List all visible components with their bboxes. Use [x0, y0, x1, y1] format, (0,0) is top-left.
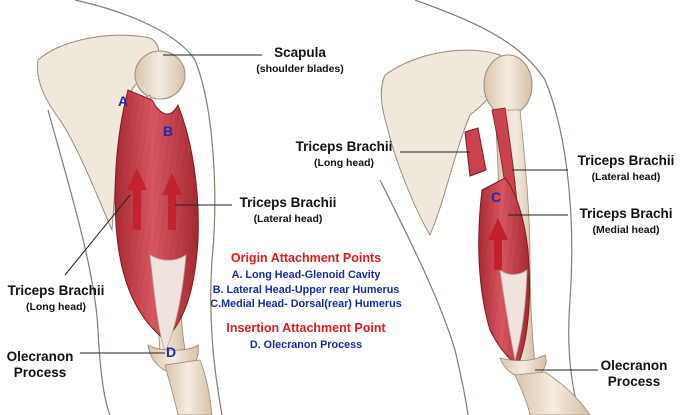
origin-item-c: C.Medial Head- Dorsal(rear) Humerus: [210, 298, 402, 311]
label-left-long-sub: (Long head): [25, 300, 87, 313]
label-left-olecranon-sub: Process: [13, 364, 67, 380]
origin-heading: Origin Attachment Points: [230, 251, 382, 265]
label-right-long-head: Triceps Brachii (Long head): [283, 139, 405, 169]
right-arrow: [488, 218, 508, 270]
right-humerus-head: [483, 54, 533, 116]
label-right-olecranon: Olecranon Process: [596, 358, 672, 389]
label-left-lateral-title: Triceps Brachii: [239, 195, 337, 210]
label-left-lateral-sub: (Lateral head): [253, 212, 323, 225]
label-scapula: Scapula (shoulder blades): [240, 45, 360, 75]
label-right-olecranon-title: Olecranon: [600, 358, 668, 373]
label-scapula-title: Scapula: [274, 45, 326, 60]
marker-a: A: [118, 93, 129, 109]
label-right-lateral-head: Triceps Brachii (Lateral head): [565, 153, 687, 183]
label-left-olecranon: Olecranon Process: [2, 349, 78, 380]
label-right-lateral-sub: (Lateral head): [591, 170, 661, 183]
insertion-heading: Insertion Attachment Point: [226, 320, 386, 335]
insertion-item-d: D. Olecranon Process: [249, 338, 363, 351]
label-right-long-title: Triceps Brachii: [295, 139, 393, 154]
right-body-outline: [379, 0, 581, 415]
label-right-olecranon-sub: Process: [607, 373, 661, 389]
label-right-medial-sub: (Medial head): [592, 223, 660, 236]
label-left-olecranon-title: Olecranon: [6, 349, 74, 364]
marker-c: C: [491, 189, 502, 205]
right-olecranon: [499, 354, 547, 379]
origin-item-a: A. Long Head-Glenoid Cavity: [231, 269, 381, 281]
marker-d: D: [166, 344, 177, 360]
label-left-long-title: Triceps Brachii: [7, 283, 105, 298]
left-triceps-tendon: [149, 254, 187, 354]
label-left-lateral-head: Triceps Brachii (Lateral head): [226, 195, 350, 225]
left-arrows: [127, 168, 182, 230]
left-forearm: [164, 359, 213, 415]
attachment-legend: Origin Attachment Points A. Long Head-Gl…: [206, 251, 406, 352]
origin-item-b: B. Lateral Head-Upper rear Humerus: [212, 283, 400, 296]
label-right-long-sub: (Long head): [313, 156, 375, 169]
right-tendon: [499, 269, 528, 361]
right-long-head-stump: [464, 127, 487, 177]
marker-b: B: [163, 123, 174, 139]
label-left-long-head: Triceps Brachii (Long head): [0, 283, 112, 313]
label-right-lateral-title: Triceps Brachii: [577, 153, 675, 168]
left-body-outline: [47, 0, 223, 415]
right-scapula: [380, 49, 504, 237]
label-scapula-sub: (shoulder blades): [256, 62, 344, 75]
left-humerus-head: [134, 50, 186, 100]
right-forearm: [514, 371, 591, 415]
label-right-medial-title: Triceps Brachi: [579, 206, 673, 221]
leader-lines: [64, 54, 598, 371]
label-right-medial-head: Triceps Brachi (Medial head): [565, 206, 687, 236]
